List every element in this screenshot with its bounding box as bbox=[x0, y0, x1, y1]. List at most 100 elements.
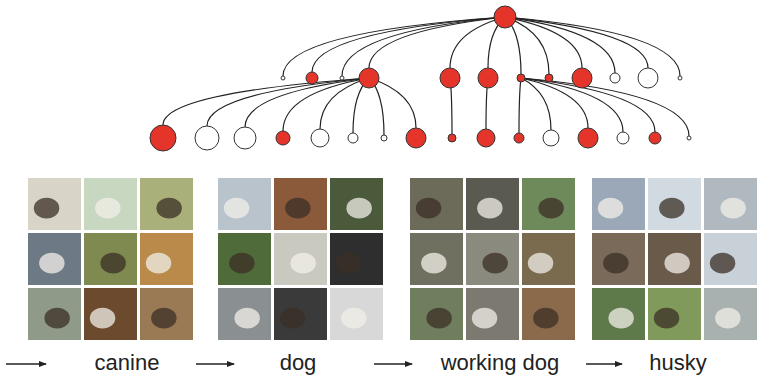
category-label: husky bbox=[649, 350, 706, 376]
tree-node-circle bbox=[477, 129, 495, 147]
tree-node-circle bbox=[517, 74, 525, 82]
dog-figure bbox=[280, 308, 305, 329]
tree-node-circle bbox=[340, 76, 344, 80]
photo-tile bbox=[218, 233, 271, 285]
dog-figure bbox=[664, 253, 689, 274]
tree-node-circle bbox=[281, 76, 285, 80]
flow-arrow bbox=[6, 363, 46, 365]
photo-tile bbox=[522, 178, 575, 230]
dog-figure bbox=[156, 198, 181, 219]
dog-figure bbox=[346, 198, 371, 219]
photo-tile bbox=[410, 288, 463, 340]
dog-figure bbox=[416, 198, 441, 219]
tree-node-circle bbox=[678, 76, 682, 80]
photo-tile bbox=[218, 178, 271, 230]
photo-tile bbox=[330, 178, 383, 230]
flow-arrow bbox=[374, 363, 412, 365]
tree-branch bbox=[521, 78, 623, 132]
photo-tile bbox=[592, 233, 645, 285]
photo-tile bbox=[410, 178, 463, 230]
photo-tile bbox=[522, 288, 575, 340]
tree-branch bbox=[283, 17, 505, 76]
photo-tile bbox=[140, 178, 193, 230]
photo-tile bbox=[648, 288, 701, 340]
tree-branch bbox=[320, 78, 369, 129]
dog-figure bbox=[598, 198, 623, 219]
dog-figure bbox=[426, 308, 451, 329]
tree-node-circle bbox=[494, 6, 516, 28]
dog-figure bbox=[710, 253, 735, 274]
tree-node-circle bbox=[359, 68, 379, 88]
dog-figure bbox=[715, 308, 740, 329]
category-label: dog bbox=[280, 350, 317, 376]
dog-figure bbox=[421, 253, 446, 274]
photo-tile bbox=[648, 178, 701, 230]
tree-branch bbox=[519, 78, 521, 133]
dog-figure bbox=[603, 253, 628, 274]
dog-figure bbox=[538, 198, 563, 219]
dog-figure bbox=[472, 308, 497, 329]
tree-node-circle bbox=[545, 74, 553, 82]
flow-arrow bbox=[196, 363, 234, 365]
tree-node-circle bbox=[276, 131, 290, 145]
category-label: canine bbox=[95, 350, 160, 376]
dog-figure bbox=[39, 253, 64, 274]
photo-tile bbox=[466, 288, 519, 340]
photo-tile bbox=[648, 233, 701, 285]
photo-tile bbox=[522, 233, 575, 285]
tree-node-circle bbox=[348, 133, 358, 143]
tree-node-circle bbox=[572, 68, 592, 88]
photo-tile bbox=[28, 288, 81, 340]
dog-figure bbox=[234, 308, 259, 329]
tree-node-circle bbox=[687, 136, 691, 140]
photo-tile bbox=[330, 288, 383, 340]
tree-branch bbox=[369, 17, 505, 68]
dog-figure bbox=[44, 308, 69, 329]
tree-node-circle bbox=[638, 68, 658, 88]
dog-figure bbox=[151, 308, 176, 329]
photo-tile bbox=[274, 233, 327, 285]
tree-node-circle bbox=[150, 125, 176, 151]
dog-figure bbox=[341, 308, 366, 329]
photo-tile bbox=[28, 233, 81, 285]
photo-tile bbox=[84, 233, 137, 285]
dog-figure bbox=[654, 308, 679, 329]
tree-node-circle bbox=[610, 73, 620, 83]
photo-tile bbox=[704, 178, 757, 230]
dog-figure bbox=[720, 198, 745, 219]
dog-figure bbox=[34, 198, 59, 219]
dog-figure bbox=[290, 253, 315, 274]
photo-tile bbox=[28, 178, 81, 230]
tree-node-circle bbox=[514, 133, 524, 143]
photo-tile bbox=[704, 288, 757, 340]
photo-tile bbox=[592, 288, 645, 340]
tree-node-circle bbox=[440, 68, 460, 88]
photo-tile bbox=[466, 233, 519, 285]
tree-branch bbox=[505, 17, 615, 73]
tree-branch bbox=[505, 17, 648, 68]
tree-node-circle bbox=[543, 130, 559, 146]
dog-figure bbox=[482, 253, 507, 274]
flow-arrow bbox=[586, 363, 622, 365]
tree-node-circle bbox=[478, 68, 498, 88]
dog-figure bbox=[528, 253, 553, 274]
tree-node-circle bbox=[617, 132, 629, 144]
photo-tile bbox=[218, 288, 271, 340]
tree-branch bbox=[342, 17, 505, 76]
image-grids bbox=[28, 178, 757, 340]
tree-branch bbox=[207, 78, 369, 126]
dog-figure bbox=[608, 308, 633, 329]
dog-figure bbox=[95, 198, 120, 219]
photo-tile bbox=[592, 178, 645, 230]
photo-tile bbox=[84, 288, 137, 340]
dog-figure bbox=[90, 308, 115, 329]
tree-branch bbox=[505, 17, 680, 76]
photo-tile bbox=[140, 288, 193, 340]
photo-tile bbox=[704, 233, 757, 285]
photo-tile bbox=[466, 178, 519, 230]
tree-node-circle bbox=[195, 126, 219, 150]
dog-figure bbox=[100, 253, 125, 274]
photo-tile bbox=[84, 178, 137, 230]
tree-node-circle bbox=[649, 132, 661, 144]
